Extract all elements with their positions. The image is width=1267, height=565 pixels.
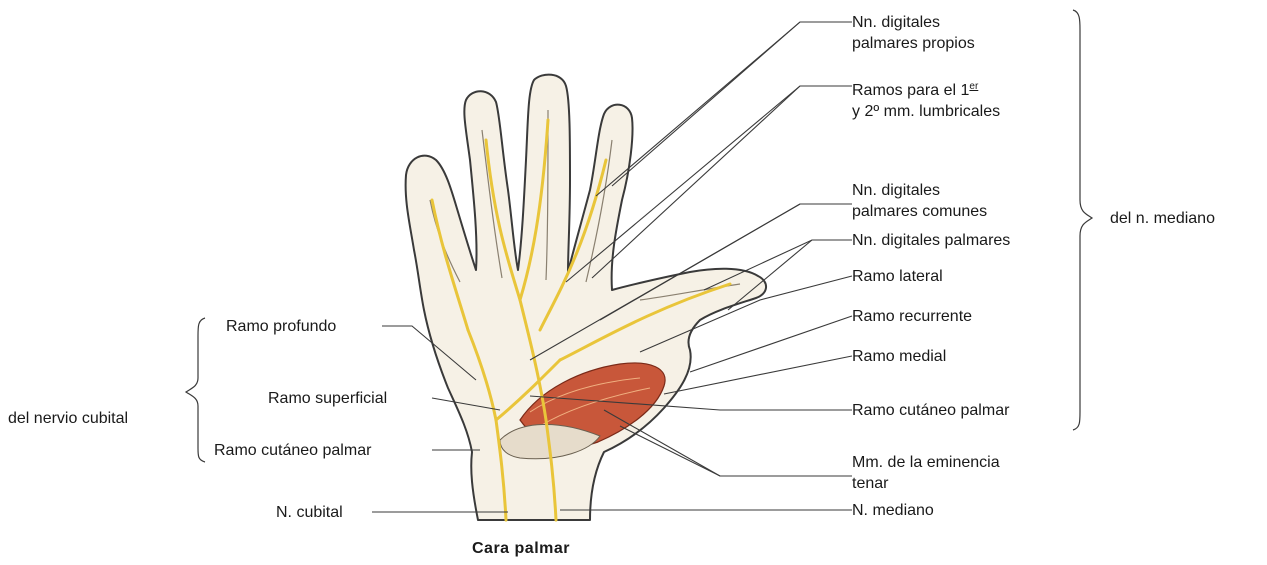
- group-label-del-n-mediano: del n. mediano: [1110, 208, 1215, 229]
- label-n-cubital: N. cubital: [276, 502, 343, 523]
- label-n-mediano: N. mediano: [852, 500, 934, 521]
- label-ramo-cutaneo-palmar-right: Ramo cutáneo palmar: [852, 400, 1009, 421]
- label-ramo-recurrente: Ramo recurrente: [852, 306, 972, 327]
- brace-left: [186, 318, 205, 462]
- label-digitales-propios-line2: palmares propios: [852, 33, 975, 54]
- label-digitales-comunes-line2: palmares comunes: [852, 201, 987, 222]
- label-lumbricales-text: Ramos para el 1: [852, 82, 969, 99]
- label-eminencia-tenar: Mm. de la eminencia tenar: [852, 452, 1000, 494]
- label-lumbricales-line1: Ramos para el 1er: [852, 76, 1000, 101]
- group-label-del-nervio-cubital: del nervio cubital: [8, 408, 128, 429]
- label-digitales-propios: Nn. digitales palmares propios: [852, 12, 975, 54]
- label-digitales-comunes: Nn. digitales palmares comunes: [852, 180, 987, 222]
- hand-outline: [406, 75, 766, 520]
- label-digitales-propios-line1: Nn. digitales: [852, 12, 975, 33]
- label-ramo-superficial: Ramo superficial: [268, 388, 387, 409]
- brace-right: [1073, 10, 1092, 430]
- label-eminencia-line1: Mm. de la eminencia: [852, 452, 1000, 473]
- label-digitales-palmares: Nn. digitales palmares: [852, 230, 1010, 251]
- label-ramo-profundo: Ramo profundo: [226, 316, 336, 337]
- label-lumbricales: Ramos para el 1er y 2º mm. lumbricales: [852, 76, 1000, 122]
- label-ramo-lateral: Ramo lateral: [852, 266, 943, 287]
- label-digitales-comunes-line1: Nn. digitales: [852, 180, 987, 201]
- figure-caption: Cara palmar: [472, 540, 570, 558]
- label-ramo-cutaneo-palmar-left: Ramo cutáneo palmar: [214, 440, 371, 461]
- label-ramo-medial: Ramo medial: [852, 346, 946, 367]
- label-lumbricales-superscript: er: [969, 81, 978, 92]
- label-lumbricales-line2: y 2º mm. lumbricales: [852, 101, 1000, 122]
- label-eminencia-line2: tenar: [852, 473, 1000, 494]
